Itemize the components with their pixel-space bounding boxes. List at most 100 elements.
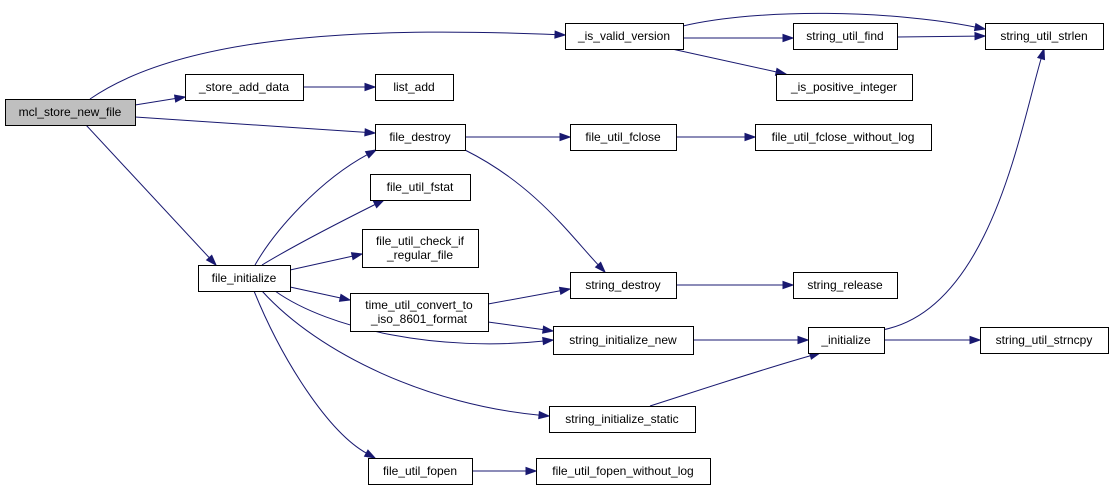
node-box — [370, 174, 471, 201]
edge-initialize-to-string_util_strlen — [881, 47, 1046, 331]
edge-line — [134, 116, 367, 133]
arrowhead-icon — [525, 466, 538, 476]
node-string-destroy[interactable]: string_destroy — [570, 272, 677, 299]
edge-line — [289, 286, 342, 299]
node-label: file_util_fopen_without_log — [552, 464, 693, 478]
node-time-util-convert-to-iso-8601-format[interactable]: time_util_convert_to_iso_8601_format — [350, 293, 489, 332]
edge-file_initialize-to-file_util_fopen — [253, 290, 377, 459]
edge-mcl_store_new_file-to-file_initialize — [85, 124, 218, 267]
edge-line — [85, 124, 211, 259]
arrowhead-icon — [782, 33, 795, 43]
edge-string_initialize_new-to-initialize — [693, 335, 810, 345]
node-label: _initialize — [820, 333, 871, 347]
arrowhead-icon — [594, 261, 607, 274]
node-file-destroy[interactable]: file_destroy — [375, 124, 466, 151]
node-label: file_util_fopen — [383, 464, 457, 478]
node-label: file_destroy — [389, 130, 450, 144]
edge-store_add_data-to-list_add — [303, 82, 377, 92]
node-box — [808, 327, 885, 354]
edge-is_valid_version-to-string_util_find — [683, 33, 795, 43]
node-is-valid-version[interactable]: _is_valid_version — [565, 23, 684, 50]
node-box — [5, 99, 136, 126]
node-box — [570, 272, 677, 299]
arrowhead-icon — [1036, 47, 1046, 61]
node-box — [375, 74, 454, 101]
node-file-util-check-if-regular-file[interactable]: file_util_check_if_regular_file — [362, 229, 479, 268]
edge-mcl_store_new_file-to-is_valid_version — [89, 30, 567, 100]
node-box — [198, 265, 291, 292]
node-box — [570, 124, 677, 151]
call-edges — [85, 12, 1046, 476]
node-mcl-store-new-file[interactable]: mcl_store_new_file — [5, 99, 136, 126]
node-box — [375, 124, 466, 151]
edge-line — [89, 31, 557, 100]
node-file-util-fclose-without-log[interactable]: file_util_fclose_without_log — [755, 124, 932, 151]
node-box — [793, 23, 898, 50]
edge-is_valid_version-to-is_positive_integer — [671, 48, 788, 76]
function-nodes: mcl_store_new_file _is_valid_version _stor… — [5, 23, 1109, 485]
node-label: string_util_find — [806, 29, 883, 43]
node-box — [553, 326, 694, 355]
node-string-release[interactable]: string_release — [793, 272, 898, 299]
node-label: _is_valid_version — [577, 29, 670, 43]
node-label: file_initialize — [212, 271, 277, 285]
arrowhead-icon — [542, 336, 555, 346]
node-is-positive-integer[interactable]: _is_positive_integer — [776, 74, 913, 101]
edge-line — [261, 203, 377, 266]
edge-time_util_convert_to_iso_8601_format-to-string_destroy — [487, 286, 572, 305]
node-file-util-fopen-without-log[interactable]: file_util_fopen_without_log — [536, 458, 711, 485]
arrowhead-icon — [969, 335, 982, 345]
edge-string_initialize_static-to-initialize — [649, 351, 822, 407]
node-file-util-fclose[interactable]: file_util_fclose — [570, 124, 677, 151]
arrowhead-icon — [205, 254, 218, 267]
node-label: string_release — [807, 278, 883, 292]
node-label: time_util_convert_to — [365, 298, 473, 312]
arrowhead-icon — [558, 286, 572, 296]
edge-file_util_fclose-to-file_util_fclose_without_log — [676, 132, 757, 142]
arrowhead-icon — [974, 31, 987, 41]
node-string-util-strlen[interactable]: string_util_strlen — [985, 23, 1104, 50]
node-file-util-fstat[interactable]: file_util_fstat — [370, 174, 471, 201]
node-string-initialize-static[interactable]: string_initialize_static — [549, 406, 696, 433]
node-string-util-strncpy[interactable]: string_util_strncpy — [980, 327, 1109, 354]
node-box — [185, 74, 304, 101]
edge-string_destroy-to-string_release — [676, 280, 795, 290]
node-label: file_util_fclose_without_log — [772, 130, 915, 144]
edge-line — [261, 290, 541, 416]
edge-line — [649, 355, 812, 407]
edge-line — [134, 97, 177, 106]
edge-file_destroy-to-string_destroy — [464, 149, 607, 274]
edge-line — [464, 149, 600, 266]
node-initialize[interactable]: _initialize — [808, 327, 885, 354]
edge-file_destroy-to-file_util_fclose — [465, 132, 572, 142]
arrowhead-icon — [973, 22, 987, 32]
node-list-add[interactable]: list_add — [375, 74, 454, 101]
node-box — [362, 229, 479, 268]
arrowhead-icon — [538, 410, 551, 420]
arrowhead-icon — [797, 335, 810, 345]
node-label: file_util_check_if — [376, 234, 465, 248]
node-string-util-find[interactable]: string_util_find — [793, 23, 898, 50]
node-store-add-data[interactable]: _store_add_data — [185, 74, 304, 101]
node-box — [776, 74, 913, 101]
arrowhead-icon — [350, 252, 364, 261]
arrowhead-icon — [782, 280, 795, 290]
edge-mcl_store_new_file-to-store_add_data — [134, 94, 187, 106]
node-label: _store_add_data — [198, 80, 289, 94]
node-file-initialize[interactable]: file_initialize — [198, 265, 291, 292]
edge-line — [274, 290, 545, 345]
edge-time_util_convert_to_iso_8601_format-to-string_initialize_new — [487, 321, 555, 334]
node-box — [368, 458, 473, 485]
node-file-util-fopen[interactable]: file_util_fopen — [368, 458, 473, 485]
edge-line — [896, 35, 977, 38]
edge-line — [487, 321, 545, 331]
edge-initialize-to-string_util_strncpy — [884, 335, 982, 345]
edge-line — [253, 290, 368, 455]
edge-file_initialize-to-time_util_convert_to_iso_8601_format — [289, 286, 352, 302]
node-label: mcl_store_new_file — [19, 105, 122, 119]
node-box — [755, 124, 932, 151]
node-string-initialize-new[interactable]: string_initialize_new — [553, 326, 694, 355]
node-box — [985, 23, 1104, 50]
arrowhead-icon — [338, 293, 352, 302]
